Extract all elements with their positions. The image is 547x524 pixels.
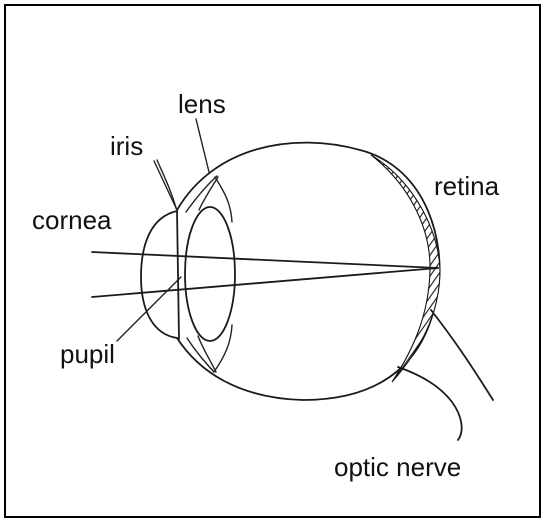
label-iris: iris <box>110 131 143 161</box>
label-optic-nerve: optic nerve <box>334 452 461 482</box>
label-retina: retina <box>434 171 500 201</box>
optic-nerve <box>398 310 493 440</box>
lens-shape <box>185 176 235 372</box>
light-rays <box>92 252 438 297</box>
iris-structure <box>157 160 179 339</box>
ciliary-zonule-lines <box>198 177 232 372</box>
label-pupil: pupil <box>60 339 115 369</box>
cornea-shape <box>141 211 177 338</box>
label-lens: lens <box>178 89 226 119</box>
label-cornea: cornea <box>32 205 112 235</box>
